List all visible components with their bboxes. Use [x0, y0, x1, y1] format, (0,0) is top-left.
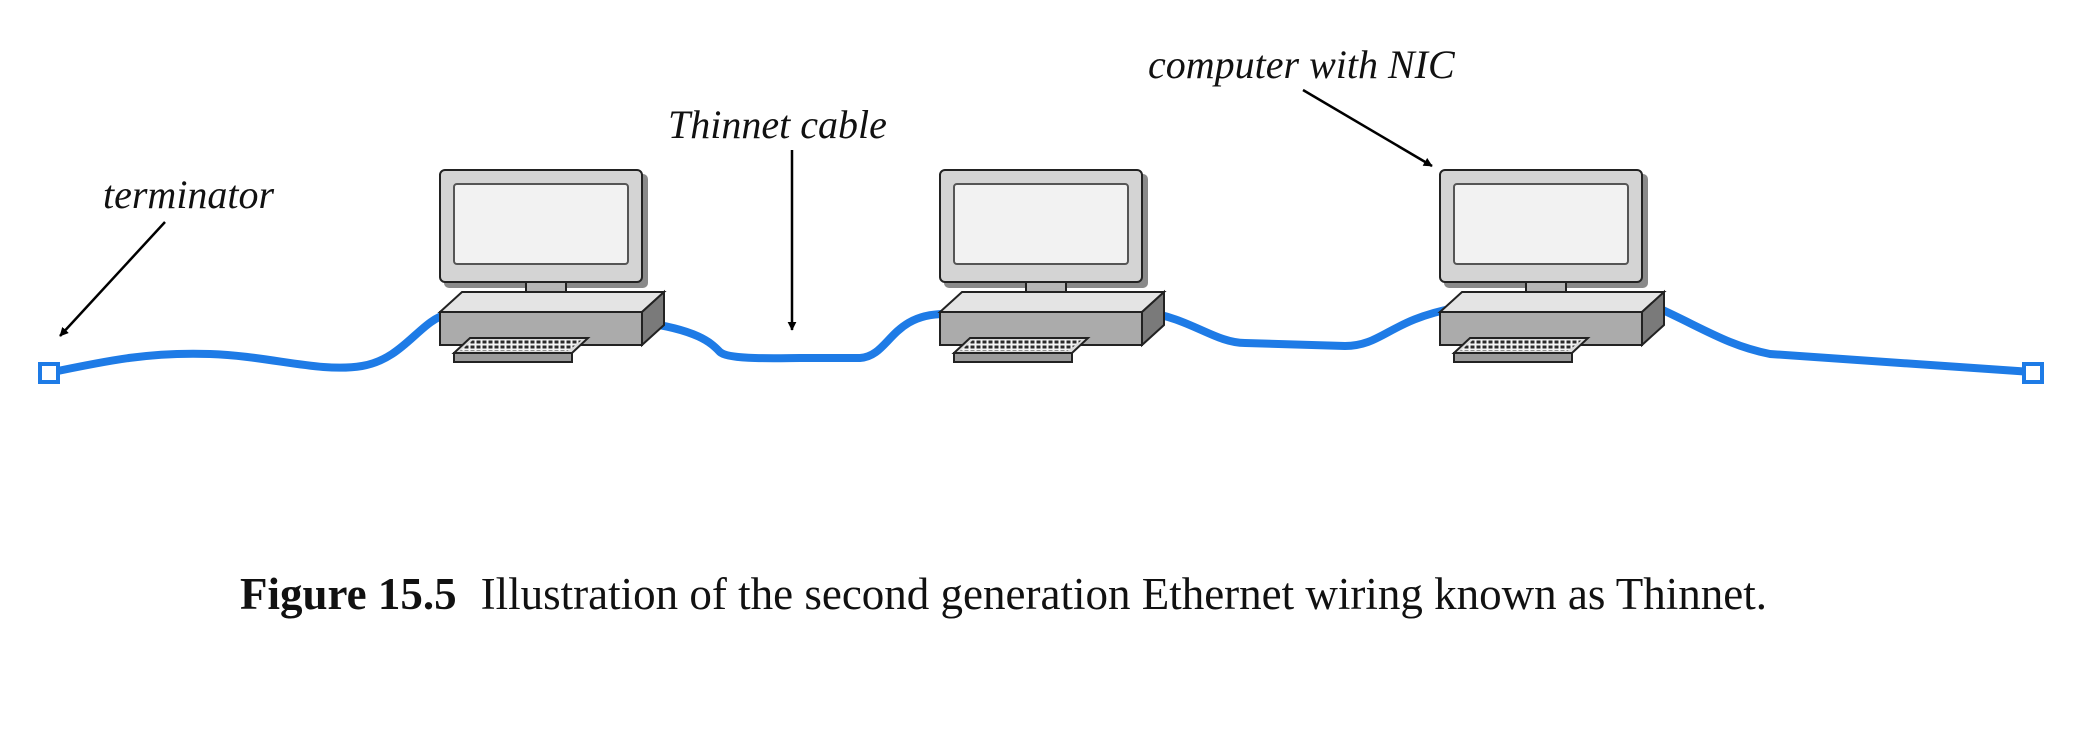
- computer-icon: [1439, 169, 1665, 363]
- figure-caption: Figure 15.5 Illustration of the second g…: [240, 565, 1840, 624]
- terminator-right-icon: [2022, 362, 2044, 384]
- terminator-arrow-icon: [59, 221, 166, 337]
- computer-icon: [939, 169, 1165, 363]
- computer-arrow-icon: [1302, 88, 1433, 168]
- terminator-label: terminator: [103, 172, 275, 217]
- thinnet-cable: [44, 298, 2036, 377]
- computer-icon: [439, 169, 665, 363]
- cable-label: Thinnet cable: [668, 102, 887, 147]
- thinnet-diagram: terminator Thinnet cable computer with N…: [38, 42, 2044, 384]
- computer-label: computer with NIC: [1148, 42, 1456, 87]
- terminator-left-icon: [38, 362, 60, 384]
- figure-number: Figure 15.5: [240, 569, 457, 619]
- figure-caption-text: Illustration of the second generation Et…: [480, 569, 1768, 619]
